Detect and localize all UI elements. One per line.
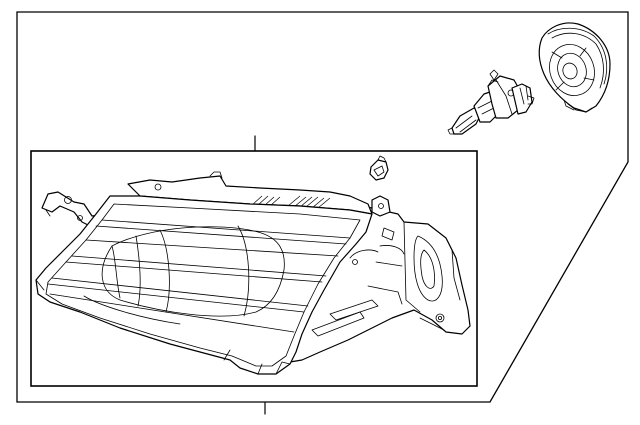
headlamp-tab-right: [371, 195, 391, 217]
headlamp-assembly: [35, 171, 471, 375]
halogen-bulb: [447, 69, 535, 135]
dust-cover-body: [538, 22, 611, 113]
top-flange-hatching: [251, 195, 331, 209]
retaining-clip: [369, 155, 389, 181]
clip-body: [369, 159, 389, 181]
dust-cover: [538, 22, 611, 113]
